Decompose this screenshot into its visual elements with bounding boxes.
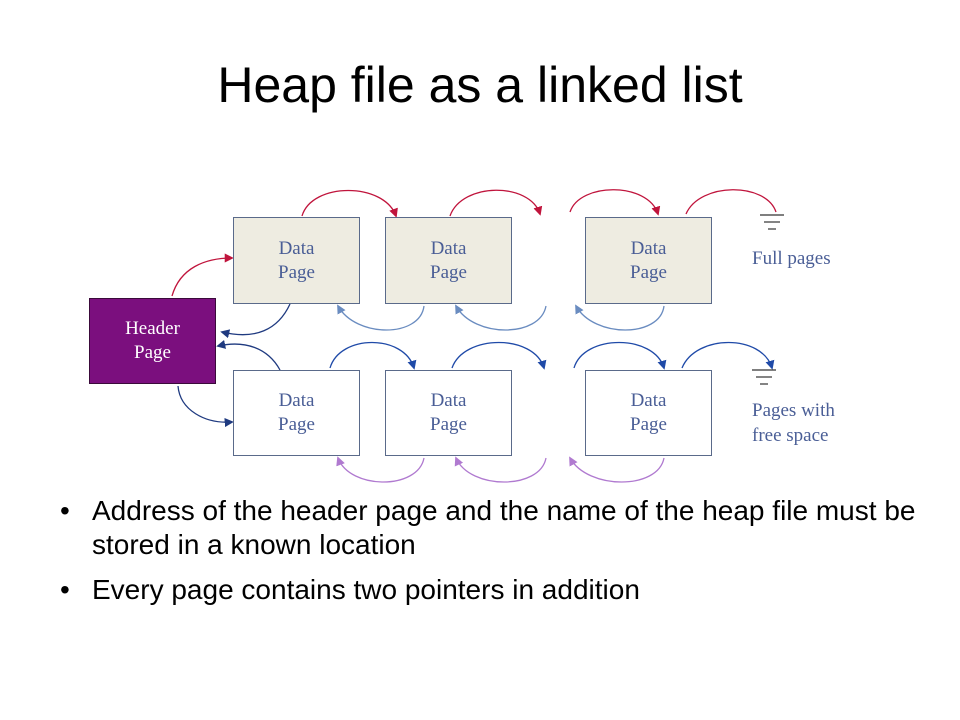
header-page-label-line2: Page xyxy=(134,342,171,363)
free-to-header-arrow xyxy=(216,339,281,371)
full-next-arrow-4 xyxy=(685,189,777,215)
data-page-label: Data xyxy=(278,237,315,259)
data-page-label: Page xyxy=(430,261,467,283)
free-prev-arrow-3 xyxy=(569,456,665,483)
bullet-marker: • xyxy=(60,574,70,605)
free-pages-label-line1: Pages with xyxy=(752,400,835,421)
free-data-page-2: Data Page xyxy=(385,370,512,456)
bullet-list: • Address of the header page and the nam… xyxy=(60,494,920,618)
data-page-label: Page xyxy=(278,261,315,283)
data-page-label: Data xyxy=(630,237,667,259)
data-page-label: Data xyxy=(278,390,315,412)
free-pages-label: Pages with free space xyxy=(752,398,835,448)
header-to-free-arrow xyxy=(177,385,234,428)
free-next-arrow-2 xyxy=(451,341,547,370)
full-prev-arrow-3 xyxy=(575,304,665,331)
slide-title: Heap file as a linked list xyxy=(217,57,743,113)
free-pages-label-line2: free space xyxy=(752,425,829,447)
bullet-item: • Every page contains two pointers in ad… xyxy=(60,573,920,607)
data-page-label: Page xyxy=(630,261,667,283)
full-prev-arrow-1 xyxy=(337,304,425,331)
full-data-page-2: Data Page xyxy=(385,217,512,304)
data-page-label: Page xyxy=(278,414,315,435)
bullet-item: • Address of the header page and the nam… xyxy=(60,494,920,562)
header-to-full-arrow xyxy=(171,253,234,297)
full-data-page-1: Data Page xyxy=(233,217,360,304)
free-data-page-3: Data Page xyxy=(585,370,712,456)
null-symbol-full xyxy=(760,214,784,230)
null-symbol-free xyxy=(752,369,776,385)
free-prev-arrow-2 xyxy=(454,456,547,483)
full-next-arrow-2 xyxy=(449,189,543,217)
data-page-label: Data xyxy=(630,390,667,412)
free-next-arrow-1 xyxy=(329,341,417,370)
full-data-page-3: Data Page xyxy=(585,217,712,304)
free-data-page-1: Data Page xyxy=(233,370,360,456)
data-page-label: Page xyxy=(430,414,467,435)
full-next-arrow-1 xyxy=(301,189,398,218)
header-page-box: Header Page xyxy=(89,298,216,384)
header-page-label-line1: Header xyxy=(125,318,180,340)
free-prev-arrow-1 xyxy=(336,456,425,483)
free-next-arrow-4 xyxy=(681,341,775,370)
full-prev-arrow-2 xyxy=(455,304,547,331)
data-page-label: Data xyxy=(430,237,467,259)
full-to-header-arrow xyxy=(220,303,291,339)
full-pages-label: Full pages xyxy=(752,248,831,269)
full-next-arrow-3 xyxy=(569,189,661,216)
free-next-arrow-3 xyxy=(573,341,667,370)
bullet-marker: • xyxy=(60,495,70,526)
bullet-text: Address of the header page and the name … xyxy=(92,495,916,560)
bullet-text: Every page contains two pointers in addi… xyxy=(92,574,640,605)
data-page-label: Page xyxy=(630,414,667,435)
data-page-label: Data xyxy=(430,390,467,412)
